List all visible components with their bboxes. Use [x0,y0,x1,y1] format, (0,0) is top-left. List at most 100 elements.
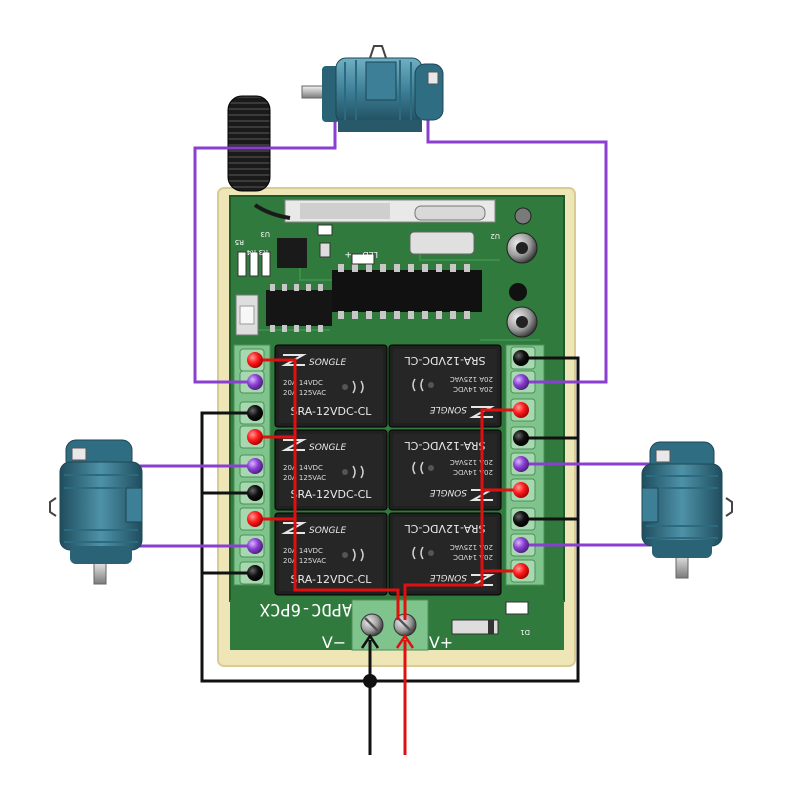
relay-model: SRA-12VDC-CL [404,439,486,452]
decoder-ic [332,270,482,312]
label-u3: U3 [260,230,270,238]
motor-left-junction-box [125,487,143,523]
motor-top-junction-box [365,61,397,101]
label-d1: D1 [520,628,530,636]
relay-rating-1: 20A 14VDC [453,385,493,393]
label-r3: R3 [259,248,268,256]
ic-pins [338,264,470,319]
relay-pin [428,465,434,471]
terminal-dot-black [513,430,529,446]
terminal-dot-black [513,350,529,366]
relay-rating-2: 20A 125VAC [283,474,326,482]
motor-right-nameplate [655,449,671,463]
v-minus-label: V− [322,633,346,652]
relay-brand: SONGLE [429,404,467,414]
relay-rating-2: 20A 125VAC [283,557,326,565]
relay-rating-1: 20A 14VDC [453,553,493,561]
relay-rating-2: 20A 125VAC [450,375,493,383]
motor-right-junction-box [641,487,659,523]
wire-purple-top-left [193,110,337,384]
motor-icon [641,441,733,579]
terminal-dot-red [247,511,263,527]
relay-brand: SONGLE [309,526,347,536]
junction-dot [363,674,377,688]
terminal-dot-red [247,352,263,368]
relay-model: SRA-12VDC-CL [404,522,486,535]
relay-pin [342,384,348,390]
terminal-dot-purple [513,456,529,472]
relay-icon: SONGLE 20A 14VDC 20A 125VAC SRA-12VDC-CL [274,344,388,428]
ul-mark-icon [352,548,364,562]
relay-icon: SONGLE 20A 14VDC 20A 125VAC SRA-12VDC-CL [274,512,388,596]
mount-hole [514,207,532,225]
relay-brand: SONGLE [429,572,467,582]
ul-mark-icon [412,378,424,392]
terminal-dot-black [247,405,263,421]
label-r4: R4 [246,248,256,256]
status-led [351,253,375,265]
relay-pin [428,382,434,388]
relay-rating-2: 20A 125VAC [450,458,493,466]
relay-brand: SONGLE [429,487,467,497]
wire-red-right-bus [403,408,522,620]
terminal-dot-purple [247,458,263,474]
terminal-dot-black [513,511,529,527]
terminal-dot-black [247,485,263,501]
ul-mark-icon [412,461,424,475]
relay-icon: SONGLE 20A 14VDC 20A 125VAC SRA-12VDC-CL [388,344,502,428]
capacitor-3 [509,283,527,301]
motor-left-endcap [70,546,132,564]
relay-icon: SONGLE 20A 14VDC 20A 125VAC SRA-12VDC-CL [388,429,502,511]
relay-rating-1: 20A 14VDC [283,464,323,472]
relay-rating-1: 20A 14VDC [283,379,323,387]
arrow-positive [395,633,415,649]
wiring [134,110,650,755]
relay-model: SRA-12VDC-CL [291,405,373,418]
relay-rating-1: 20A 14VDC [283,547,323,555]
resistor-r3 [261,251,271,277]
ul-mark-icon [412,546,424,560]
chip-u3 [277,238,307,268]
relay-pin [342,552,348,558]
driver-ic [266,290,332,326]
terminal-dot-purple [247,374,263,390]
crystal [409,231,475,255]
ul-mark-icon [352,465,364,479]
wire-purple-top-right [426,112,608,384]
relay-model: SRA-12VDC-CL [291,488,373,501]
resistor-r4 [249,251,259,277]
terminal-dot-black [247,565,263,581]
label-r5: R5 [235,238,244,246]
led-label: LED [362,250,378,259]
relay-model: SRA-12VDC-CL [291,573,373,586]
led-plus-label: + [344,249,352,259]
arrow-negative [360,633,380,649]
terminal-dot-purple [247,538,263,554]
relay-model: SRA-12VDC-CL [404,354,486,367]
motor-left-nameplate [71,447,87,461]
terminal-dot-red [513,482,529,498]
relay-rating-2: 20A 125VAC [283,389,326,397]
relay-brand: SONGLE [309,358,347,368]
antenna-icon [227,95,291,220]
motor-top-nameplate [427,71,439,85]
resistor-r5 [237,251,247,277]
motor-top-feet [338,120,422,132]
motor-right-endcap [652,540,712,558]
diode-d1 [451,619,499,635]
ul-mark-icon [352,380,364,394]
motor-icon [49,439,143,585]
terminal-dot-red [247,429,263,445]
terminal-dots [247,350,529,581]
model-label: APDC-6PCX [259,599,352,619]
relay-rating-1: 20A 14VDC [453,468,493,476]
label-u2: U2 [490,232,500,240]
motor-icon [301,45,444,132]
relay-pin [428,550,434,556]
wire-red-left-bus [255,358,400,620]
